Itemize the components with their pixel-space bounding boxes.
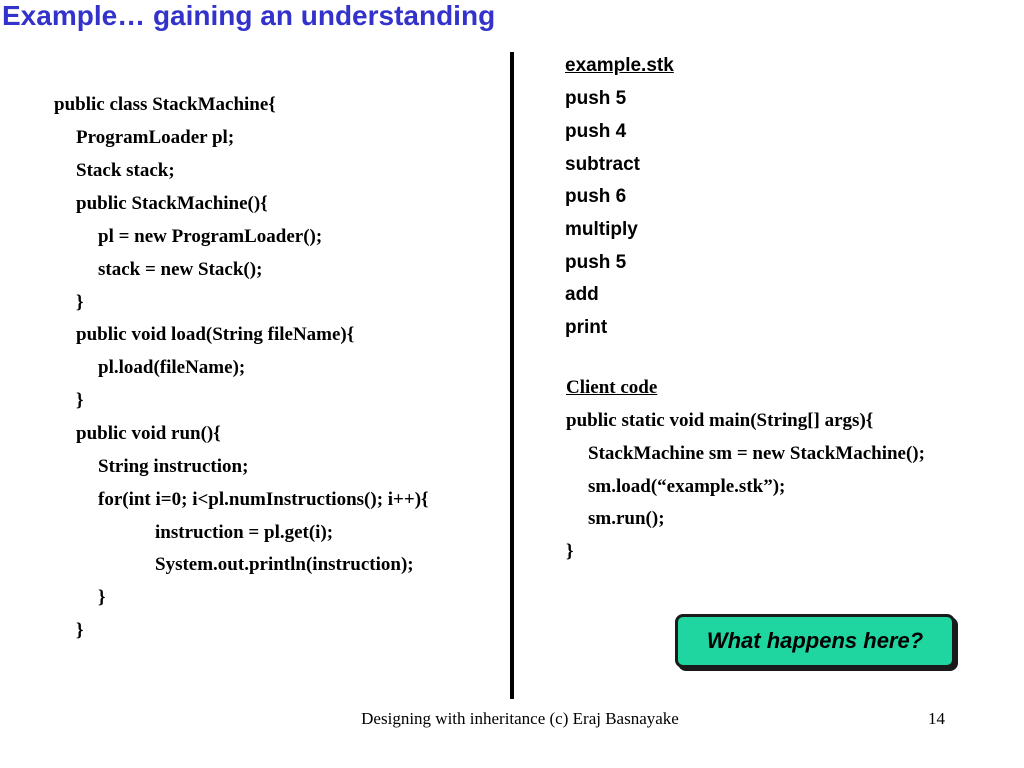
code-line: public void run(){ — [76, 423, 221, 444]
slide-title: Example… gaining an understanding — [2, 0, 496, 31]
code-line: pl = new ProgramLoader(); — [98, 226, 323, 247]
code-line: } — [76, 390, 84, 411]
stk-line: subtract — [565, 154, 640, 175]
code-line: } — [566, 541, 574, 562]
code-line: StackMachine sm = new StackMachine(); — [588, 443, 925, 464]
code-line: } — [76, 292, 84, 313]
code-line: Stack stack; — [76, 160, 175, 181]
code-line: public void load(String fileName){ — [76, 324, 355, 345]
vertical-divider — [510, 52, 514, 699]
code-line: public static void main(String[] args){ — [566, 410, 874, 431]
stk-line: add — [565, 284, 599, 305]
client-code-heading: Client code — [566, 377, 658, 398]
stk-heading: example.stk — [565, 55, 674, 76]
code-line: public class StackMachine{ — [54, 94, 276, 115]
code-line: } — [76, 620, 84, 641]
stk-line: push 5 — [565, 88, 627, 109]
code-line: instruction = pl.get(i); — [155, 522, 334, 543]
code-line: for(int i=0; i<pl.numInstructions(); i++… — [98, 489, 429, 510]
code-line: stack = new Stack(); — [98, 259, 263, 280]
code-line: ProgramLoader pl; — [76, 127, 235, 148]
code-line: pl.load(fileName); — [98, 357, 246, 378]
footer-text: Designing with inheritance (c) Eraj Basn… — [361, 709, 679, 728]
stk-line: push 5 — [565, 252, 627, 273]
code-line: sm.load(“example.stk”); — [588, 476, 786, 497]
page-number: 14 — [928, 709, 945, 728]
code-line: System.out.println(instruction); — [155, 554, 414, 575]
stk-line: multiply — [565, 219, 638, 240]
code-line: sm.run(); — [588, 508, 665, 529]
code-line: } — [98, 587, 106, 608]
code-line: String instruction; — [98, 456, 249, 477]
stk-line: print — [565, 317, 608, 338]
code-line: public StackMachine(){ — [76, 193, 268, 214]
stk-line: push 4 — [565, 121, 627, 142]
stk-line: push 6 — [565, 186, 627, 207]
what-happens-callout[interactable]: What happens here? — [675, 614, 955, 668]
